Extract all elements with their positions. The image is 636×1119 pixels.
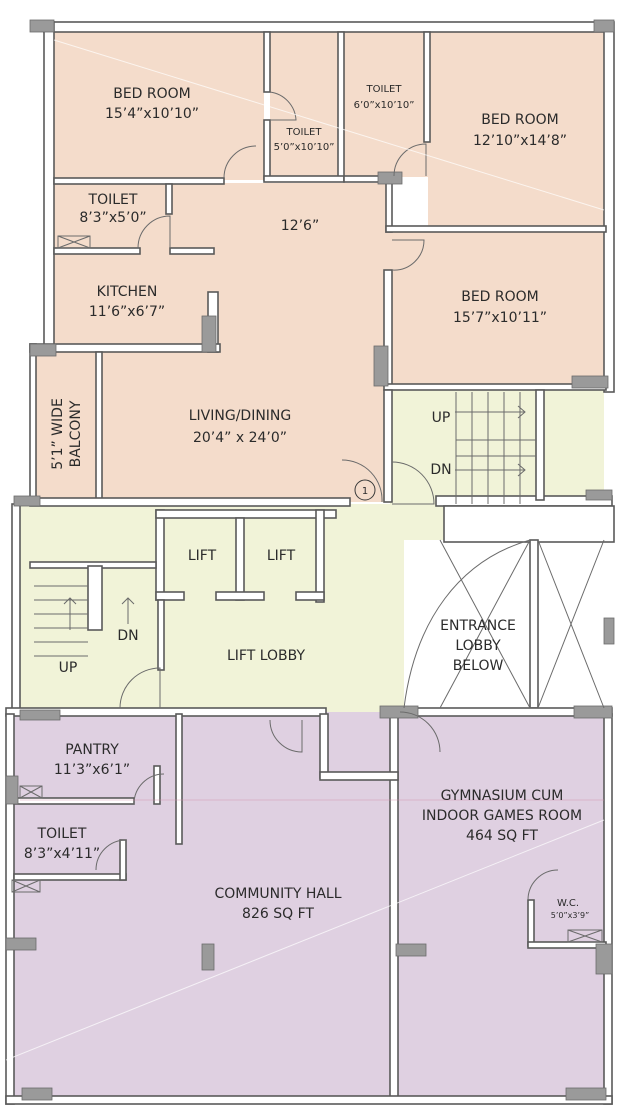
pantry-name: PANTRY	[65, 742, 119, 758]
lift-2-label: LIFT	[267, 548, 296, 564]
community-name: COMMUNITY HALL	[214, 886, 341, 902]
living-name: LIVING/DINING	[189, 408, 292, 424]
bedroom-3-name: BED ROOM	[461, 289, 539, 305]
stair-right-area	[390, 386, 604, 506]
toilet-2-name: TOILET	[366, 84, 403, 95]
toilet-3-name: TOILET	[88, 192, 138, 208]
toilet-1-size: 5’0”x10’10”	[274, 142, 335, 153]
entrance-line-1: ENTRANCE	[440, 618, 516, 634]
bedroom-1-name: BED ROOM	[113, 86, 191, 102]
bedroom-1-area	[54, 32, 264, 180]
bedroom-3-area	[390, 232, 604, 384]
gym-line-1: GYMNASIUM CUM	[441, 788, 564, 804]
toilet-2-area	[344, 32, 428, 177]
pantry-size: 11’3”x6’1”	[54, 762, 130, 778]
room-labels: BED ROOM 15’4”x10’10” TOILET 5’0”x10’10”…	[24, 84, 589, 922]
wc-name: W.C.	[557, 898, 579, 909]
passage-area	[170, 183, 390, 238]
amenity-area-right	[398, 712, 604, 1104]
balcony-area	[34, 352, 100, 498]
door-tag: 1	[362, 486, 368, 497]
bedroom-2-name: BED ROOM	[481, 112, 559, 128]
balcony-line-2: BALCONY	[68, 400, 84, 467]
bedroom-2-size: 12’10”x14’8”	[473, 133, 567, 149]
stair-up-right: UP	[432, 410, 451, 426]
entrance-line-2: LOBBY	[455, 638, 501, 654]
community-size: 826 SQ FT	[242, 906, 314, 922]
stairs	[34, 392, 605, 709]
bedroom-3-size: 15’7”x10’11”	[453, 310, 547, 326]
door-tag-circle	[354, 479, 376, 501]
gym-line-3: 464 SQ FT	[466, 828, 538, 844]
walls	[5, 21, 615, 1105]
sketch-lines	[5, 39, 605, 1061]
columns	[5, 19, 615, 1101]
toilet-2-size: 6’0”x10’10”	[354, 100, 415, 111]
kitchen-name: KITCHEN	[97, 284, 158, 300]
lift-lobby-label: LIFT LOBBY	[227, 648, 306, 664]
doors	[95, 91, 559, 901]
gym-line-2: INDOOR GAMES ROOM	[422, 808, 582, 824]
living-area	[100, 238, 390, 502]
stair-dn-right: DN	[430, 462, 451, 478]
toilet-3-size: 8’3”x5’0”	[79, 210, 146, 226]
stair-up-left: UP	[59, 660, 78, 676]
toilet-1-area	[270, 32, 338, 177]
wc-size: 5’0”x3’9”	[551, 911, 589, 920]
bedroom-1-size: 15’4”x10’10”	[105, 106, 199, 122]
bedroom-2-area	[428, 32, 604, 227]
entrance-line-3: BELOW	[453, 658, 504, 674]
kitchen-size: 11’6”x6’7”	[89, 304, 165, 320]
passage-size: 12’6”	[281, 218, 319, 234]
vents	[11, 235, 603, 943]
lift-1-label: LIFT	[188, 548, 217, 564]
toilet-1-name: TOILET	[286, 127, 323, 138]
stair-dn-left: DN	[117, 628, 138, 644]
balcony-line-1: 5’1” WIDE	[50, 398, 66, 470]
living-size: 20’4” x 24’0”	[193, 430, 287, 446]
toilet-4-size: 8’3”x4’11”	[24, 846, 100, 862]
toilet-4-name: TOILET	[37, 826, 87, 842]
